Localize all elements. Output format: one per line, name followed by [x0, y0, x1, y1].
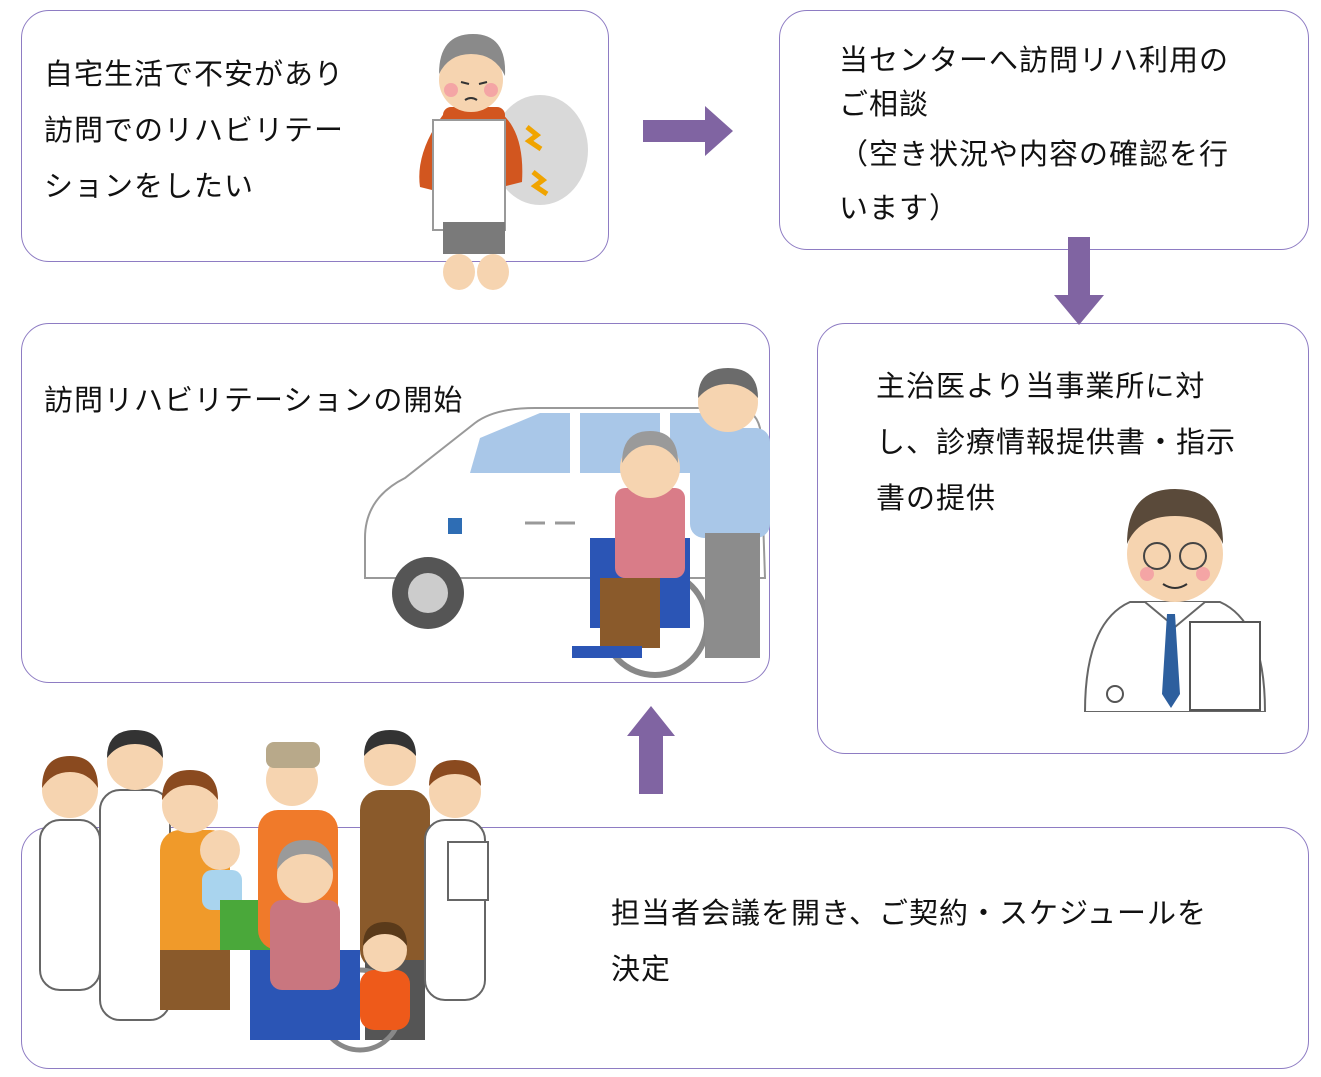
step4-text: 担当者会議を開き、ご契約・スケジュールを 決定	[611, 885, 1207, 997]
step3-line: し、診療情報提供書・指示	[876, 425, 1237, 459]
step1-line: 自宅生活で不安があり	[44, 57, 345, 91]
step2-line: 当センターへ訪問リハ利用の	[839, 43, 1230, 77]
welfare-van-wheelchair-icon	[364, 368, 770, 678]
step2-box	[779, 10, 1309, 250]
step1-line: ションをしたい	[44, 169, 255, 203]
step3-line: 書の提供	[876, 481, 997, 515]
step1-text: 自宅生活で不安があり 訪問でのリハビリテー ションをしたい	[44, 46, 344, 214]
step4-line: 担当者会議を開き、ご契約・スケジュールを	[611, 896, 1207, 930]
doctor-with-document-icon	[1083, 489, 1267, 712]
step3-text: 主治医より当事業所に対 し、診療情報提供書・指示 書の提供	[876, 358, 1236, 526]
care-team-family-icon	[39, 730, 489, 1053]
step5-line: 訪問リハビリテーションの開始	[44, 383, 464, 417]
step4-line: 決定	[611, 952, 672, 986]
step2-line: います）	[839, 191, 960, 225]
step1-line: 訪問でのリハビリテー	[44, 113, 345, 147]
step2-line: （空き状況や内容の確認を行	[839, 137, 1230, 171]
arrow-up-icon	[627, 706, 675, 794]
step5-text: 訪問リハビリテーションの開始	[44, 372, 463, 428]
elderly-woman-back-pain-icon	[419, 34, 588, 290]
step3-line: 主治医より当事業所に対	[876, 369, 1206, 403]
arrow-right-icon	[643, 106, 733, 156]
step2-line: ご相談	[839, 87, 930, 121]
arrow-down-icon	[1054, 237, 1104, 325]
step2-text: 当センターへ訪問リハ利用の ご相談 （空き状況や内容の確認を行 います）	[839, 38, 1229, 230]
